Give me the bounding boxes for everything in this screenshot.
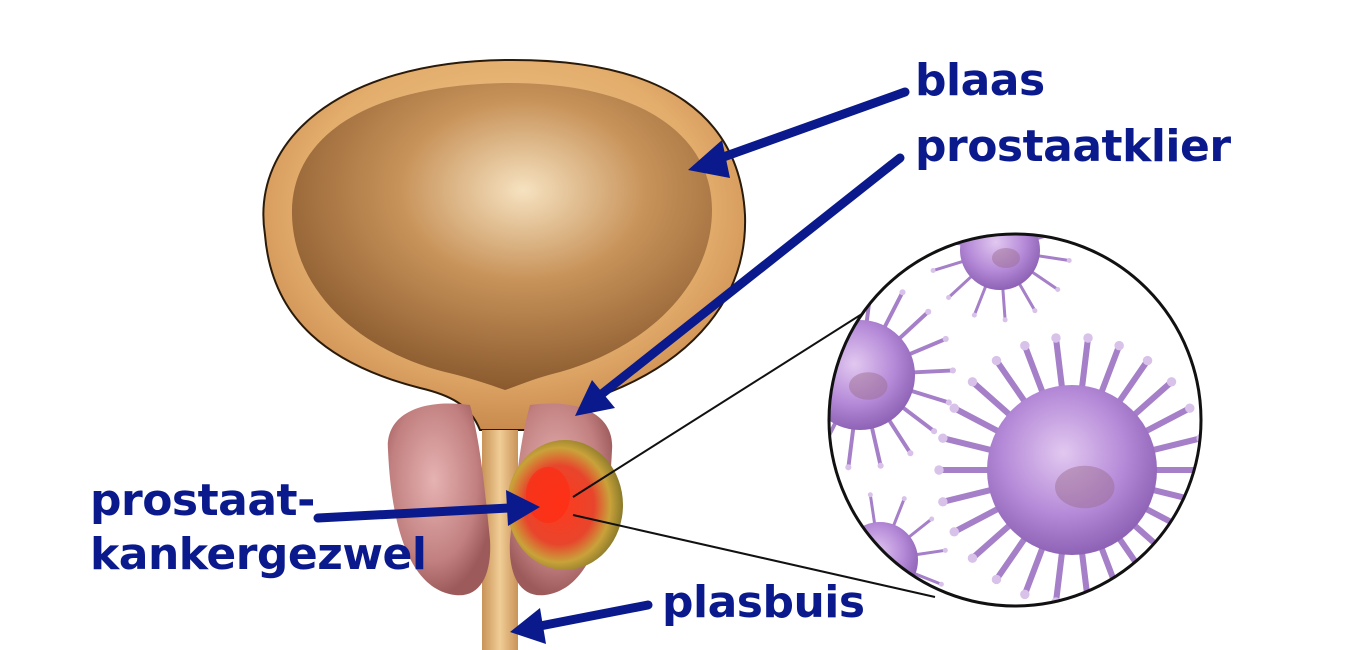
label-prostate: prostaatklier [915,121,1231,172]
arrow-urethra-head [510,608,546,644]
zoom-circle [827,232,1203,608]
arrow-tumor-head [506,490,540,526]
arrows [313,87,910,644]
arrow-prostate-head [575,380,615,416]
label-bladder: blaas [915,55,1045,106]
zoom-lines [572,292,936,598]
label-tumor-line1: prostaat- [90,475,315,526]
label-urethra: plasbuis [662,577,865,628]
arrow-urethra [535,600,653,631]
arrow-prostate [593,153,905,402]
bladder [262,58,747,431]
tumor [507,440,623,570]
arrow-tumor [313,503,515,523]
label-tumor-line2: kankergezwel [90,529,427,580]
arrow-bladder [710,87,910,165]
arrow-bladder-head [688,140,730,178]
